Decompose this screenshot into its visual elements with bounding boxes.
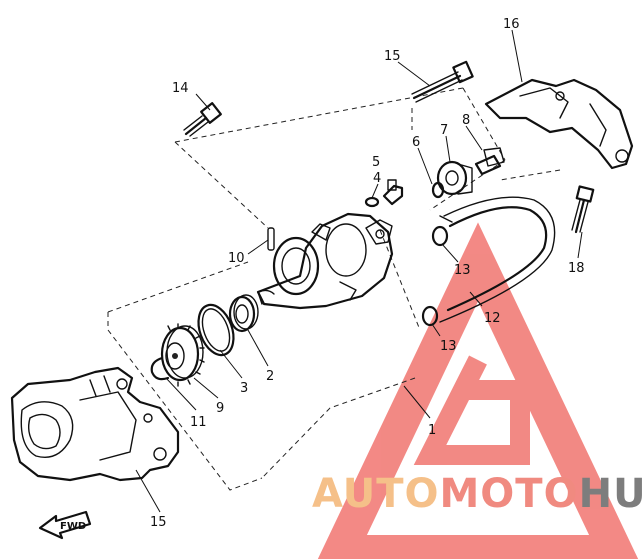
callout-4: 4 bbox=[373, 171, 381, 186]
callout-17: 16 bbox=[503, 17, 520, 32]
callout-3: 3 bbox=[240, 381, 248, 396]
forward-arrow-icon: FWD bbox=[38, 510, 92, 540]
part-gear bbox=[160, 323, 205, 387]
fwd-label: FWD bbox=[60, 521, 86, 532]
callout-2: 2 bbox=[266, 369, 274, 384]
watermark-hub: HUB bbox=[579, 471, 642, 517]
part-bracket bbox=[484, 78, 634, 170]
callout-6: 6 bbox=[412, 135, 420, 150]
part-oil-hose bbox=[439, 196, 556, 323]
svg-text:AUTOMOTOHUB: AUTOMOTOHUB bbox=[312, 471, 642, 517]
part-bolt-fitting bbox=[474, 147, 505, 176]
watermark-logo-icon bbox=[317, 222, 639, 559]
callout-15: 15 bbox=[384, 49, 401, 64]
part-bearing bbox=[228, 294, 259, 333]
callout-8: 8 bbox=[462, 113, 470, 128]
callout-16: 15 bbox=[150, 515, 167, 530]
part-bolt-18 bbox=[571, 185, 595, 234]
callout-14: 14 bbox=[172, 81, 189, 96]
part-bolt-14 bbox=[183, 102, 222, 137]
callout-7: 7 bbox=[440, 123, 448, 138]
callout-12: 12 bbox=[484, 311, 501, 326]
part-banjo-bolt bbox=[382, 179, 404, 206]
part-circlip bbox=[150, 356, 170, 381]
callout-13-lower: 13 bbox=[440, 339, 457, 354]
callout-10: 10 bbox=[228, 251, 245, 266]
callout-1: 1 bbox=[428, 423, 436, 438]
callout-18: 18 bbox=[568, 261, 585, 276]
part-bolt-15 bbox=[411, 60, 474, 103]
assembly-boundary bbox=[107, 87, 561, 491]
part-o-ring bbox=[197, 303, 235, 357]
callout-11: 11 bbox=[190, 415, 207, 430]
watermark-moto: MOTO bbox=[440, 471, 579, 517]
part-crankcase-cover bbox=[10, 366, 180, 482]
callout-5: 5 bbox=[372, 155, 380, 170]
callout-13-upper: 13 bbox=[454, 263, 471, 278]
part-oil-pump-body bbox=[256, 212, 394, 310]
part-washer-small bbox=[364, 196, 380, 208]
part-hose-clamp-upper bbox=[431, 225, 449, 247]
callout-9: 9 bbox=[216, 401, 224, 416]
callout-labels: 14 15 16 18 10 4 5 6 7 8 13 12 13 2 3 9 … bbox=[150, 17, 585, 530]
part-fitting bbox=[436, 160, 473, 196]
watermark-text: AUTOMOTOHUB bbox=[312, 471, 642, 517]
part-dowel-pin bbox=[267, 227, 275, 251]
leader-lines bbox=[135, 29, 583, 513]
watermark-auto: AUTO bbox=[312, 471, 440, 517]
part-hose-clamp-lower bbox=[421, 305, 439, 327]
